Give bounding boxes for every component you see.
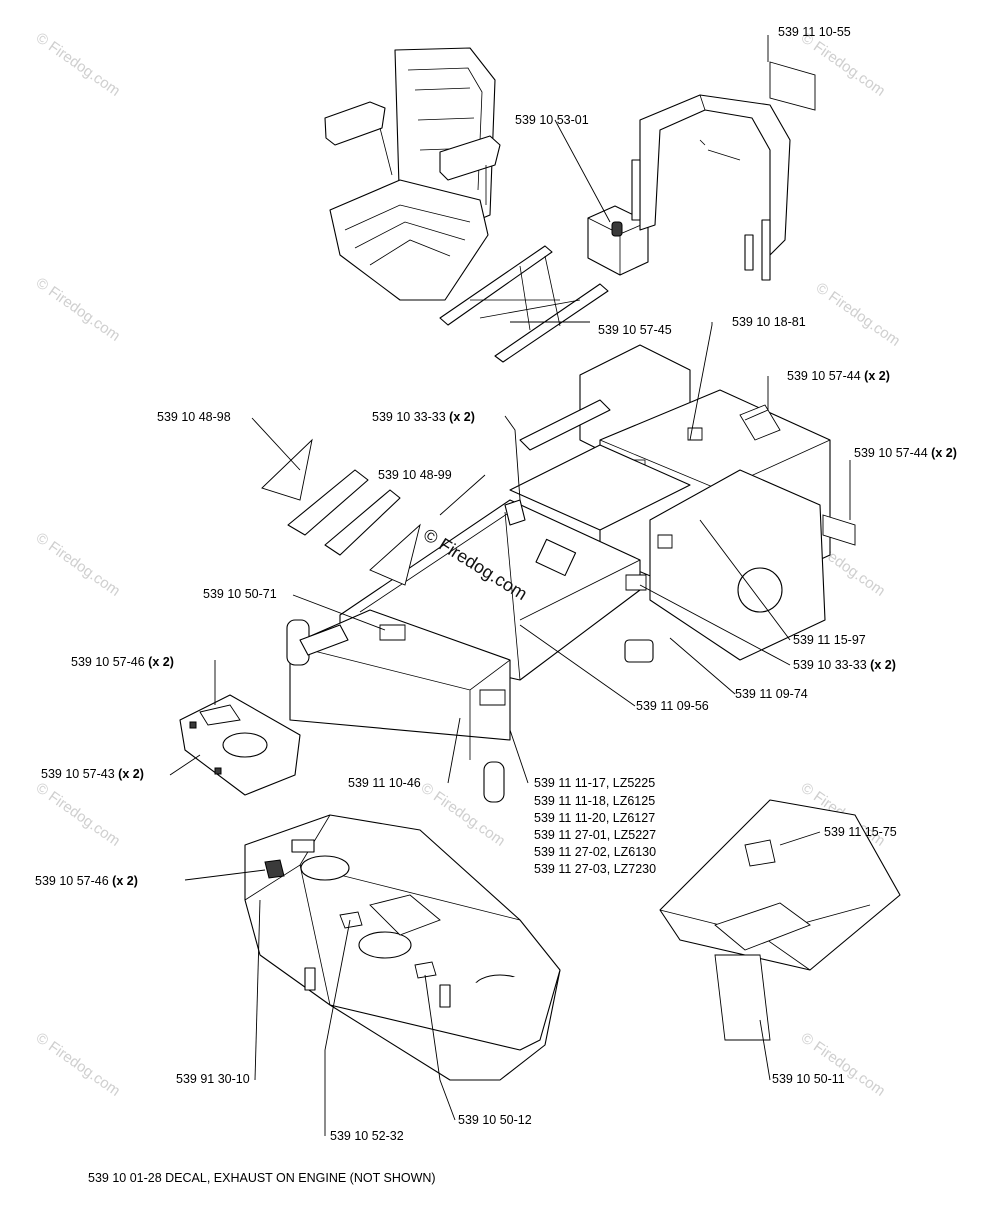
part-label: 539 10 48-98 (157, 410, 231, 424)
foot-plate (179, 694, 301, 796)
part-number: 539 10 33-33 (372, 410, 446, 424)
part-label: 539 10 50-11 (772, 1072, 845, 1086)
mower-deck (244, 814, 561, 1081)
seat (324, 47, 609, 363)
part-label: 539 10 33-33 (x 2) (372, 410, 475, 424)
part-label: 539 11 09-56 (636, 699, 709, 713)
part-label: 539 11 10-46 (348, 776, 421, 790)
watermark: © Firedog.com (33, 29, 124, 99)
model-list-item: 539 11 27-03, LZ7230 (534, 862, 656, 876)
part-label: 539 11 15-75 (824, 825, 897, 839)
part-label: 539 10 57-44 (x 2) (854, 446, 957, 460)
part-label: 539 10 57-46 (x 2) (71, 655, 174, 669)
loose-decals (739, 404, 856, 546)
part-label: 539 11 10-55 (778, 25, 851, 39)
chassis-frame (286, 344, 831, 803)
quantity: (x 2) (870, 658, 896, 672)
part-number: 539 10 57-44 (787, 369, 861, 383)
model-list-item: 539 11 27-02, LZ6130 (534, 845, 656, 859)
quantity: (x 2) (148, 655, 174, 669)
part-label: 539 10 57-46 (x 2) (35, 874, 138, 888)
model-list-item: 539 11 11-17, LZ5225 (534, 776, 655, 790)
watermark: © Firedog.com (33, 529, 124, 599)
part-number: 539 10 57-46 (71, 655, 145, 669)
part-label: 539 10 48-99 (378, 468, 452, 482)
model-list-item: 539 11 11-18, LZ6125 (534, 794, 655, 808)
quantity: (x 2) (118, 767, 144, 781)
model-list-item: 539 11 27-01, LZ5227 (534, 828, 656, 842)
part-label: 539 10 52-32 (330, 1129, 404, 1143)
tank-box (587, 205, 649, 276)
quantity: (x 2) (449, 410, 475, 424)
model-list-item: 539 11 11-20, LZ6127 (534, 811, 655, 825)
part-label: 539 11 09-74 (735, 687, 808, 701)
foot-pan (659, 799, 901, 1041)
part-label: 539 91 30-10 (176, 1072, 250, 1086)
part-number: 539 10 57-46 (35, 874, 109, 888)
part-labels: 539 11 10-55 539 10 53-01 539 10 57-45 5… (35, 25, 957, 1143)
watermark: © Firedog.com (33, 274, 124, 344)
part-label: 539 10 53-01 (515, 113, 589, 127)
side-panels (261, 438, 421, 586)
part-number: 539 10 57-44 (854, 446, 928, 460)
footer-note: 539 10 01-28 DECAL, EXHAUST ON ENGINE (N… (88, 1171, 436, 1185)
watermark: © Firedog.com (813, 279, 904, 349)
part-label: 539 10 57-45 (598, 323, 672, 337)
quantity: (x 2) (864, 369, 890, 383)
part-label: 539 10 57-44 (x 2) (787, 369, 890, 383)
part-label: 539 10 33-33 (x 2) (793, 658, 896, 672)
watermark: © Firedog.com (33, 1029, 124, 1099)
part-label: 539 10 18-81 (732, 315, 806, 329)
part-number: 539 10 33-33 (793, 658, 867, 672)
part-label: 539 10 57-43 (x 2) (41, 767, 144, 781)
roll-bar (631, 61, 816, 281)
part-label: 539 11 15-97 (793, 633, 866, 647)
quantity: (x 2) (112, 874, 138, 888)
quantity: (x 2) (931, 446, 957, 460)
model-list: 539 11 11-17, LZ5225 539 11 11-18, LZ612… (534, 776, 656, 876)
part-number: 539 10 57-43 (41, 767, 115, 781)
leader-lines (169, 35, 851, 1136)
part-label: 539 10 50-71 (203, 587, 277, 601)
part-label: 539 10 50-12 (458, 1113, 532, 1127)
watermark: © Firedog.com (798, 1029, 889, 1099)
watermark: © Firedog.com (33, 779, 124, 849)
